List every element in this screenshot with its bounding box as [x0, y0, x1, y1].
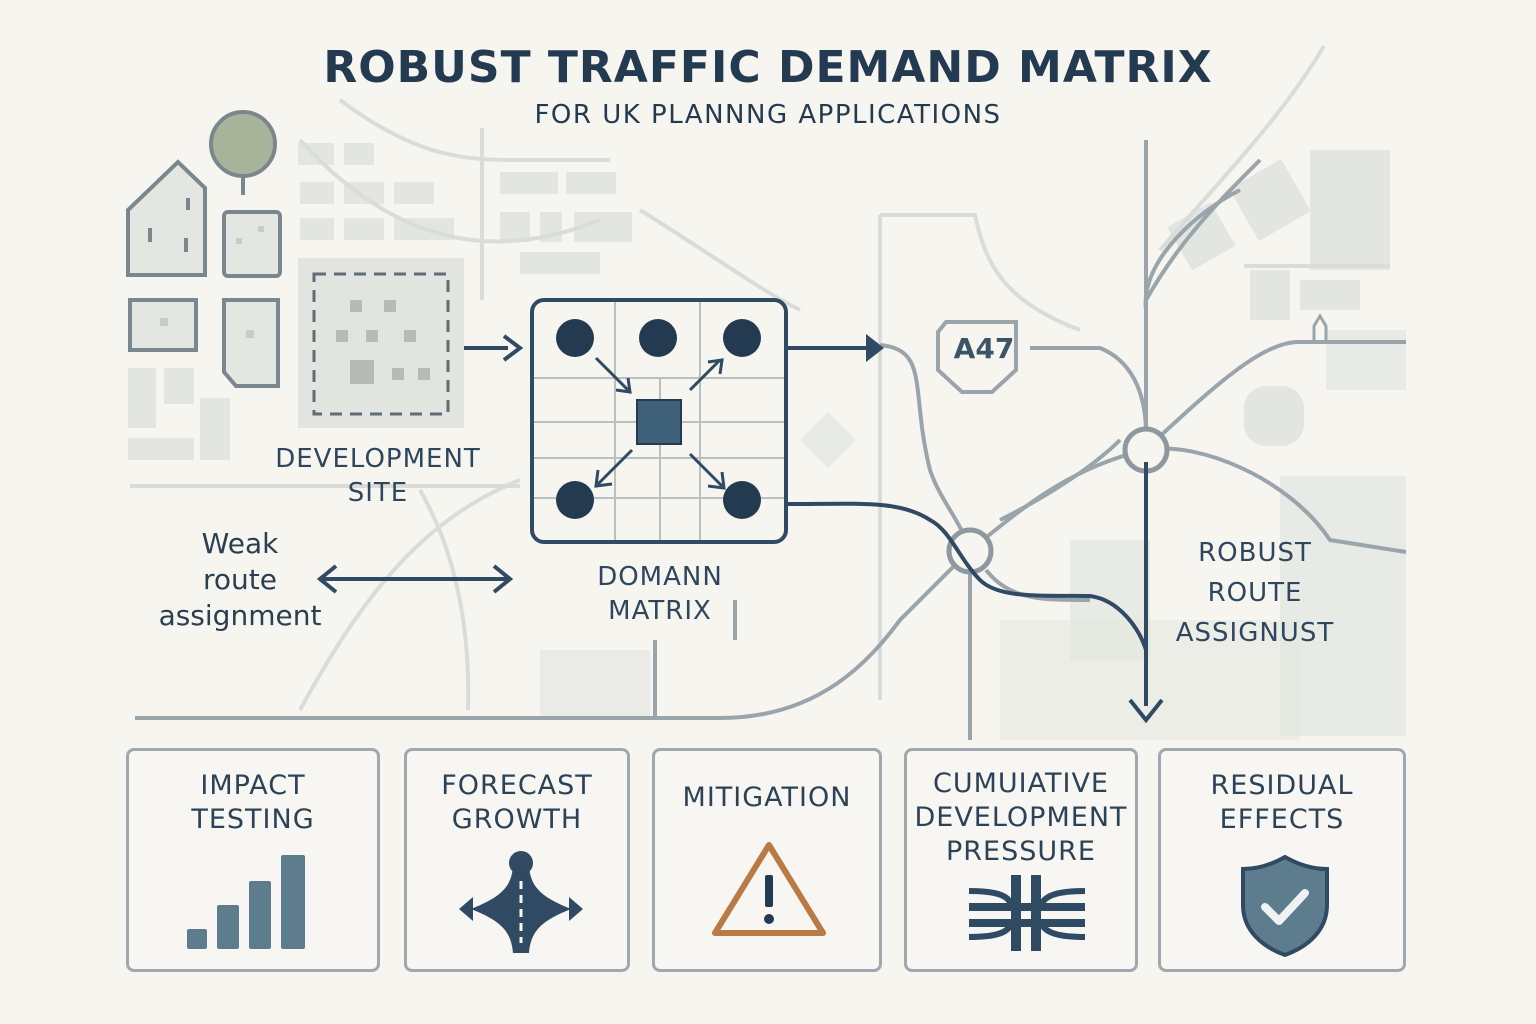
card-label: FORECAST GROWTH	[441, 770, 593, 835]
card-label: IMPACT TESTING	[191, 770, 315, 835]
page-subtitle: FOR UK PLANNNG APPLICATIONS	[534, 100, 1002, 130]
tree-icon	[209, 110, 277, 178]
weak-route-double-arrow	[316, 564, 514, 594]
demand-matrix-label: DOMANN MATRIX	[597, 562, 723, 626]
road-shield-a47	[936, 320, 1018, 394]
roundabout-west	[946, 527, 994, 575]
houses	[126, 159, 282, 388]
development-site-label: DEVELOPMENT SITE	[275, 444, 481, 508]
route-arrow-head	[866, 334, 884, 362]
window-marks	[148, 198, 264, 338]
minor-roads	[130, 44, 1390, 711]
development-site-boundary	[312, 272, 450, 416]
development-site-area	[298, 258, 464, 428]
page-title: ROBUST TRAFFIC DEMAND MATRIX	[323, 42, 1213, 93]
warning-icon	[712, 842, 826, 936]
shield-check-icon	[1241, 854, 1329, 958]
card-mitigation: MITIGATION	[652, 748, 882, 972]
matrix-flow-arrows	[594, 356, 726, 490]
matrix-zones	[556, 319, 761, 519]
site-plots	[336, 300, 430, 384]
card-residual-effects: RESIDUAL EFFECTS	[1158, 748, 1406, 972]
city-blocks	[128, 143, 1406, 740]
site-arrow-head	[502, 334, 524, 362]
robust-routes	[785, 346, 1148, 706]
weak-route-label: Weak route assignment	[158, 527, 322, 632]
junction-arrows-icon	[459, 851, 583, 953]
house-marker-icon	[1312, 313, 1328, 342]
card-impact-testing: IMPACT TESTING	[126, 748, 380, 972]
interchange-icon	[968, 875, 1086, 951]
card-label: CUMUIATIVE DEVELOPMENT PRESSURE	[914, 768, 1128, 867]
main-roads	[135, 140, 1407, 740]
bar-chart-icon	[187, 855, 305, 949]
route-arrow-down	[1128, 698, 1164, 724]
road-shield-label: A47	[953, 332, 1015, 365]
card-forecast-growth: FORECAST GROWTH	[404, 748, 630, 972]
robust-route-label: ROBUST ROUTE ASSIGNUST	[1175, 538, 1335, 648]
card-label: MITIGATION	[682, 782, 852, 813]
card-label: RESIDUAL EFFECTS	[1210, 770, 1354, 835]
card-cumulative-development: CUMUIATIVE DEVELOPMENT PRESSURE	[904, 748, 1138, 972]
matrix-hub	[636, 399, 682, 445]
